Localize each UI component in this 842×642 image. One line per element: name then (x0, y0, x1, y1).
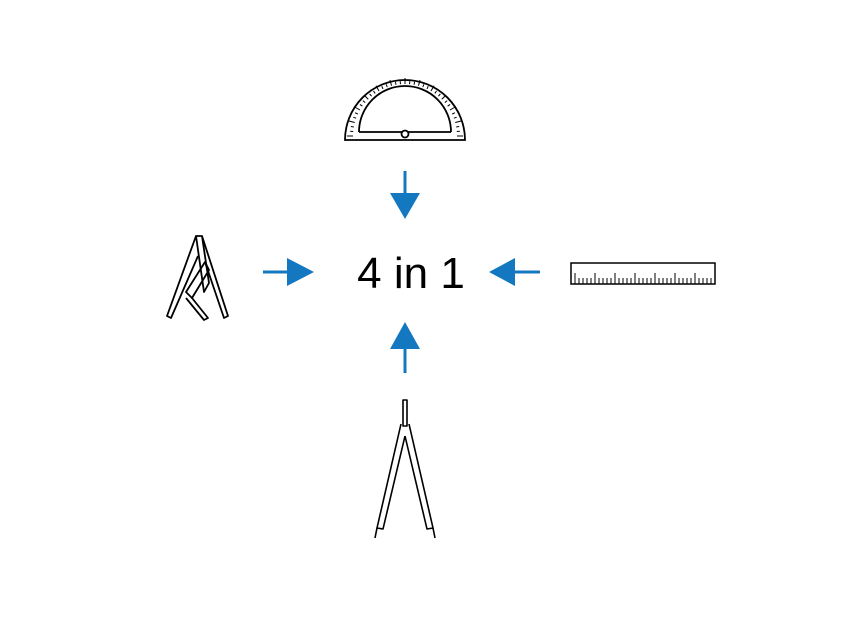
arrow-up-icon (390, 322, 420, 373)
arrow-left-icon (489, 258, 540, 286)
tweezers-icon (166, 235, 229, 321)
ruler-icon (570, 262, 716, 285)
protractor-icon (344, 78, 466, 141)
center-label: 4 in 1 (357, 249, 465, 298)
arrow-down-icon (390, 171, 420, 219)
divider-compass-icon (374, 399, 436, 539)
arrow-right-icon (263, 258, 314, 286)
